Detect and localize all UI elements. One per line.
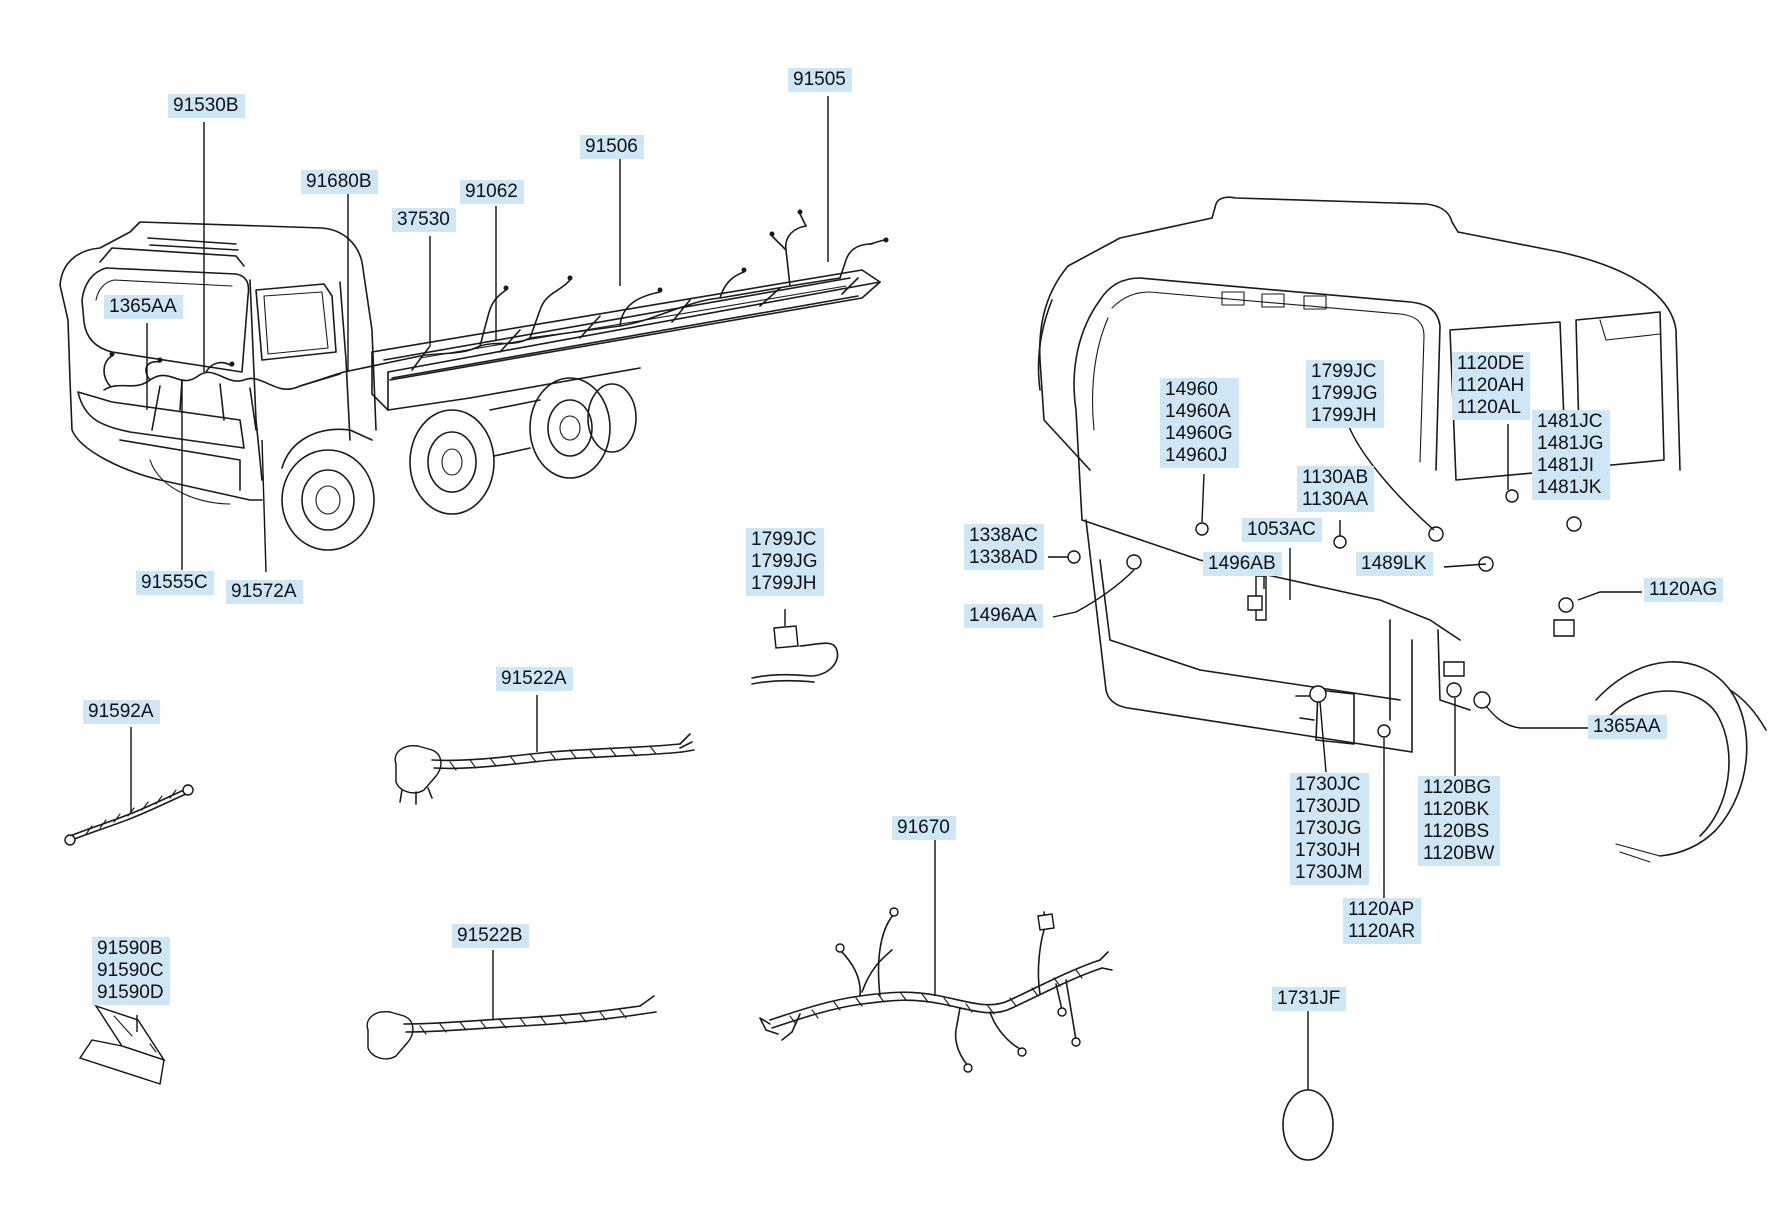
- label-line: 91590D: [97, 982, 164, 1003]
- label-91062[interactable]: 91062: [460, 180, 524, 204]
- label-line: 1120BK: [1423, 799, 1490, 820]
- label-line: 1130AA: [1302, 489, 1369, 510]
- harness-91522b-part: [366, 995, 657, 1060]
- label-line: 1799JC: [1311, 361, 1377, 382]
- label-91522A[interactable]: 91522A: [496, 667, 573, 691]
- cab-fasteners: [1067, 489, 1582, 738]
- label-91555C[interactable]: 91555C: [136, 571, 214, 595]
- label-line: 1120BS: [1423, 821, 1490, 842]
- harness-91592a-part: [64, 784, 194, 846]
- label-line: 1120BG: [1423, 777, 1492, 798]
- label-line: 1799JG: [751, 551, 818, 572]
- label-37530[interactable]: 37530: [392, 208, 456, 232]
- label-line: 14960G: [1165, 423, 1233, 444]
- connector-1799j-part: [751, 625, 839, 685]
- label-91680B[interactable]: 91680B: [301, 170, 378, 194]
- label-line: 1730JG: [1295, 818, 1362, 839]
- label-line: 14960J: [1165, 445, 1228, 466]
- label-line: 1799JG: [1311, 383, 1378, 404]
- truck-illustration: [59, 209, 889, 551]
- label-1120AP[interactable]: 1120AP 1120AR: [1343, 898, 1422, 944]
- label-1365AA-cab[interactable]: 1365AA: [1588, 715, 1667, 739]
- label-line: 1120AL: [1457, 397, 1522, 418]
- label-line: 1120AR: [1348, 921, 1416, 942]
- label-line: 1120AH: [1457, 375, 1525, 396]
- label-line: 1338AC: [969, 525, 1038, 546]
- label-line: 1799JC: [751, 529, 817, 550]
- label-line: 91590C: [97, 960, 164, 981]
- label-line: 1730JM: [1295, 862, 1363, 883]
- label-91572A[interactable]: 91572A: [226, 580, 303, 604]
- label-line: 1120DE: [1457, 353, 1525, 374]
- label-1799J-cab[interactable]: 1799JC 1799JG 1799JH: [1306, 360, 1384, 428]
- label-91670[interactable]: 91670: [892, 816, 956, 840]
- label-1730J[interactable]: 1730JC 1730JD 1730JG 1730JH 1730JM: [1290, 773, 1369, 885]
- label-1365AA-truck[interactable]: 1365AA: [104, 295, 183, 319]
- label-line: 14960: [1165, 379, 1218, 400]
- label-line: 1799JH: [1311, 405, 1377, 426]
- label-91590[interactable]: 91590B 91590C 91590D: [92, 937, 170, 1005]
- label-1053AC[interactable]: 1053AC: [1242, 518, 1322, 542]
- label-line: 1730JC: [1295, 774, 1361, 795]
- leader-lines: [130, 96, 1642, 1090]
- grommet-1731jf-part: [1282, 1089, 1334, 1161]
- label-line: 1730JH: [1295, 840, 1361, 861]
- label-line: 1799JH: [751, 573, 817, 594]
- label-1120D[interactable]: 1120DE 1120AH 1120AL: [1452, 352, 1531, 420]
- label-1120AG[interactable]: 1120AG: [1644, 578, 1724, 602]
- harness-91670-part: [759, 907, 1113, 1073]
- label-14960[interactable]: 14960 14960A 14960G 14960J: [1160, 378, 1239, 468]
- label-1489LK[interactable]: 1489LK: [1356, 552, 1433, 576]
- label-line: 1730JD: [1295, 796, 1361, 817]
- label-1120B[interactable]: 1120BG 1120BK 1120BS 1120BW: [1418, 776, 1501, 866]
- label-line: 91590B: [97, 938, 163, 959]
- bracket-91590-part: [78, 1004, 166, 1085]
- label-1496AA[interactable]: 1496AA: [964, 604, 1043, 628]
- label-1130A[interactable]: 1130AB 1130AA: [1297, 466, 1375, 512]
- label-91506[interactable]: 91506: [580, 135, 644, 159]
- label-91530B[interactable]: 91530B: [168, 94, 245, 118]
- label-line: 14960A: [1165, 401, 1231, 422]
- label-1799J-loose[interactable]: 1799JC 1799JG 1799JH: [746, 528, 824, 596]
- label-line: 1481JI: [1537, 455, 1595, 476]
- label-91505[interactable]: 91505: [788, 68, 852, 92]
- label-1496AB[interactable]: 1496AB: [1203, 552, 1282, 576]
- label-91522B[interactable]: 91522B: [452, 924, 529, 948]
- cab-front-illustration: [1037, 196, 1767, 863]
- label-line: 1481JG: [1537, 433, 1604, 454]
- label-line: 1338AD: [969, 547, 1038, 568]
- label-line: 1481JK: [1537, 477, 1602, 498]
- label-line: 1130AB: [1302, 467, 1369, 488]
- label-1338A[interactable]: 1338AC 1338AD: [964, 524, 1044, 570]
- label-1731JF[interactable]: 1731JF: [1272, 987, 1347, 1011]
- harness-91522a-part: [394, 733, 695, 805]
- label-line: 1481JC: [1537, 411, 1603, 432]
- label-line: 1120AP: [1348, 899, 1415, 920]
- label-line: 1120BW: [1423, 843, 1495, 864]
- label-91592A[interactable]: 91592A: [83, 700, 160, 724]
- label-1481J[interactable]: 1481JC 1481JG 1481JI 1481JK: [1532, 410, 1610, 500]
